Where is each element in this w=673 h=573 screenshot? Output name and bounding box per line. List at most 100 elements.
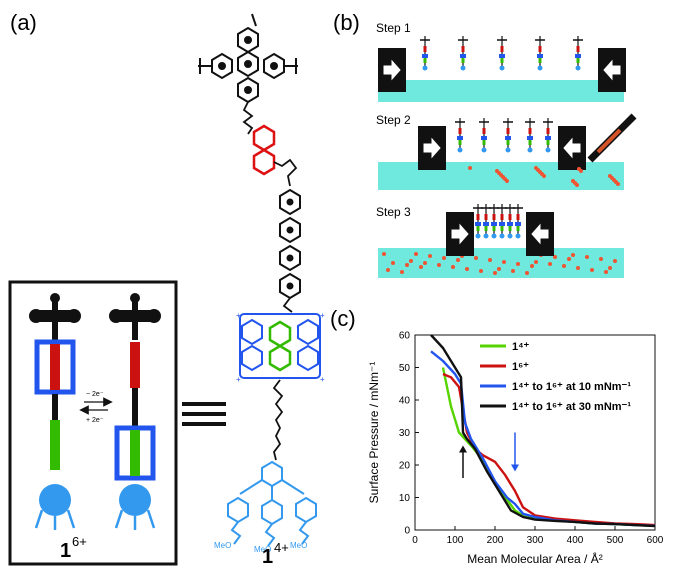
subphase-particle: [608, 174, 612, 178]
subphase-particle: [562, 264, 566, 268]
stopper-group: [198, 13, 298, 104]
compound-label-1-4: 1: [262, 546, 273, 568]
molecule-ttf: [423, 58, 427, 63]
molecule-dendron: [545, 147, 551, 153]
molecule-dendron: [499, 233, 505, 239]
molecule-naphthalene: [538, 46, 542, 52]
molecule-dendron: [515, 233, 521, 239]
molecule-naphthalene: [492, 214, 496, 220]
subphase-particle: [567, 257, 571, 261]
molecule-dendron: [575, 65, 581, 71]
subphase-particle: [437, 263, 441, 267]
molecule-dendron: [481, 147, 487, 153]
molecule-naphthalene: [500, 46, 504, 52]
molecule-dendron: [527, 147, 533, 153]
subphase-particle: [576, 266, 580, 270]
molecule-ttf: [492, 226, 496, 231]
molecule-ring: [422, 54, 428, 58]
molecule-dendron: [499, 65, 505, 71]
x-tick-label: 500: [607, 535, 624, 546]
annotation-arrowhead: [459, 445, 467, 453]
molecule-ttf: [516, 226, 520, 231]
molecule-ring: [527, 136, 533, 140]
molecule-ring: [505, 136, 511, 140]
x-tick-label: 600: [647, 535, 664, 546]
plot-frame: [414, 334, 656, 531]
subphase-particle: [405, 263, 409, 267]
panel-a-label: (a): [10, 10, 37, 35]
molecule-1-4plus: ++ ++ MeO MeO MeO 1 4+: [198, 13, 325, 568]
molecule-ttf: [500, 226, 504, 231]
molecule-dendron: [457, 147, 463, 153]
molecule-naphthalene: [508, 214, 512, 220]
svg-text:+: +: [320, 311, 325, 320]
step-1-label: Step 1: [376, 21, 411, 35]
subphase-particle: [571, 253, 575, 257]
subphase-particle: [525, 271, 529, 275]
subphase-particle: [613, 259, 617, 263]
subphase-particle: [604, 270, 608, 274]
cyclophane-ring: [239, 313, 321, 379]
molecule-ring: [483, 222, 489, 226]
molecule-naphthalene: [516, 214, 520, 220]
compound-charge-1-4: 4+: [274, 540, 289, 555]
molecule-ring: [457, 136, 463, 140]
molecule-naphthalene: [576, 46, 580, 52]
molecule-ring: [475, 222, 481, 226]
x-tick-label: 400: [567, 535, 584, 546]
dendron-stopper: [227, 460, 317, 547]
molecule-ttf: [458, 140, 462, 145]
subphase-particle: [456, 258, 460, 262]
subphase-particle: [516, 262, 520, 266]
y-tick-label: 50: [399, 363, 411, 374]
y-tick-label: 60: [399, 331, 411, 342]
molecule-ttf: [506, 140, 510, 145]
legend-entry: 1⁴⁺ to 1⁶⁺ at 30 mNm⁻¹: [512, 401, 631, 413]
molecule-ttf: [482, 140, 486, 145]
barrier-arrow-icon: [423, 137, 441, 159]
subphase-particle: [465, 267, 469, 271]
subphase-particle: [534, 260, 538, 264]
ttf-unit: [268, 320, 292, 372]
cartoon-inset: [8, 280, 178, 566]
x-tick-label: 300: [527, 535, 544, 546]
molecule-naphthalene: [546, 128, 550, 134]
y-tick-label: 10: [399, 493, 411, 504]
annotation-arrowhead: [511, 464, 519, 472]
water-subphase: [378, 80, 624, 102]
subphase-particle: [493, 271, 497, 275]
molecule-ring: [460, 54, 466, 58]
barrier-arrow-icon: [563, 137, 581, 159]
legend-entry: 1⁴⁺: [512, 341, 530, 353]
syringe-fluid: [596, 128, 622, 154]
methoxy-label: MeO: [290, 541, 307, 550]
x-tick-label: 100: [447, 535, 464, 546]
barrier-arrow-icon: [531, 223, 549, 245]
redox-arrows: [79, 397, 113, 415]
molecule-ring: [481, 136, 487, 140]
langmuir-trough-steps: Step 1 Step 2 Step 3: [376, 21, 637, 278]
water-subphase: [378, 248, 624, 278]
subphase-particle: [488, 258, 492, 262]
y-tick-label: 20: [399, 461, 411, 472]
step-2-label: Step 2: [376, 113, 411, 127]
subphase-particle: [585, 255, 589, 259]
molecule-naphthalene: [423, 46, 427, 52]
svg-text:+: +: [236, 375, 241, 384]
subphase-particle: [479, 269, 483, 273]
x-tick-label: 200: [487, 535, 504, 546]
cartoon-shuttle-right: [109, 293, 161, 530]
legend-entry: 1⁴⁺ to 1⁶⁺ at 10 mNm⁻¹: [512, 381, 631, 393]
redox-reduction: + 2e⁻: [86, 417, 104, 424]
molecule-ring: [545, 136, 551, 140]
x-tick-label: 0: [412, 535, 418, 546]
naphthalene-unit: [252, 124, 276, 176]
molecule-ttf: [576, 58, 580, 63]
molecule-ttf: [546, 140, 550, 145]
subphase-particle: [497, 267, 501, 271]
molecule-naphthalene: [461, 46, 465, 52]
subphase-particle: [548, 262, 552, 266]
subphase-particle: [428, 254, 432, 258]
molecule-ttf: [484, 226, 488, 231]
